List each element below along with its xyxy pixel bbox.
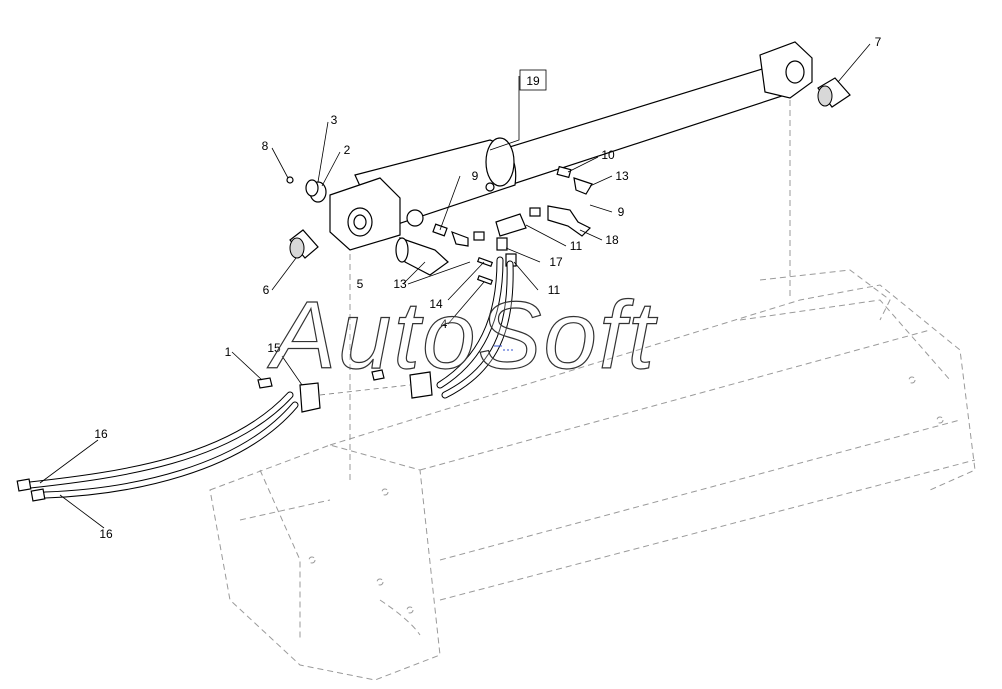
callout-17: 17 (549, 255, 563, 269)
callout-6: 6 (263, 283, 270, 297)
grease-nipple-8 (286, 176, 294, 184)
callout-13-right: 13 (615, 169, 629, 183)
callout-8: 8 (262, 139, 269, 153)
callout-15: 15 (267, 341, 281, 355)
callout-16-lower: 16 (99, 527, 113, 541)
seal-rings-2-3 (305, 179, 327, 203)
callout-2: 2 (344, 143, 351, 157)
callout-11-lower: 11 (548, 283, 561, 297)
callout-5: 5 (357, 277, 364, 291)
callout-labels: 19 7 3 2 8 9 10 13 9 18 11 17 11 13 5 14… (94, 35, 881, 541)
callout-10: 10 (601, 148, 615, 162)
callout-14: 14 (429, 297, 443, 311)
watermark-logo: AutoSoft (267, 282, 658, 389)
callout-19: 19 (526, 74, 540, 88)
callout-7: 7 (875, 35, 882, 49)
callout-16-upper: 16 (94, 427, 108, 441)
callout-18: 18 (605, 233, 619, 247)
callout-11-upper: 11 (570, 239, 583, 253)
callout-9-right: 9 (618, 205, 625, 219)
bushing-6 (289, 229, 319, 259)
bushing-7 (817, 77, 851, 108)
ghost-frame (209, 100, 976, 681)
callout-4: 4 (441, 317, 448, 331)
callout-9-upper: 9 (472, 169, 479, 183)
hoses (16, 256, 514, 502)
leader-lines (39, 43, 871, 529)
hydraulic-cylinder (329, 41, 813, 251)
callout-1: 1 (225, 345, 232, 359)
callout-13-left: 13 (393, 277, 407, 291)
callout-3: 3 (331, 113, 338, 127)
blue-marker (494, 345, 514, 351)
callout-box-19 (519, 69, 547, 91)
pin-5 (395, 237, 449, 276)
